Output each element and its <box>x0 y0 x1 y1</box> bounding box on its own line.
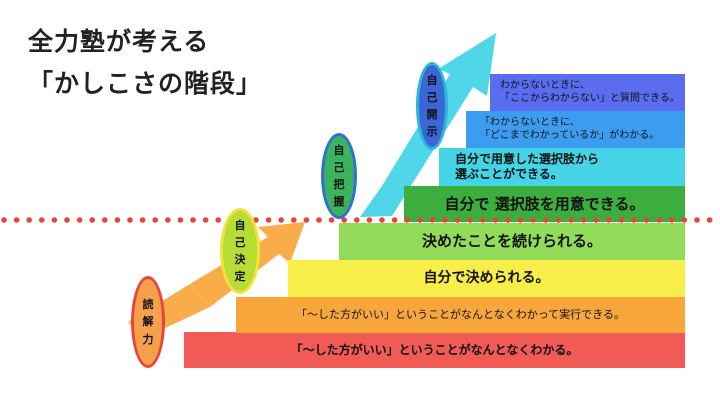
dot <box>404 217 411 223</box>
dot <box>454 217 461 223</box>
dot <box>89 217 95 223</box>
dot <box>341 217 348 223</box>
dot <box>505 217 511 223</box>
step-6-line-1: 自分で用意した選択肢から <box>455 152 600 166</box>
step-6-line-2: 選ぶことができる。 <box>455 167 563 181</box>
step-7-line-1: 「わからないときに、 <box>480 117 580 128</box>
dot <box>102 217 108 223</box>
dot <box>517 217 524 223</box>
step-3: 自分で決められる。 <box>288 260 685 297</box>
stage-bubble-self-disclosure: 自己開示 <box>416 62 448 150</box>
dot <box>543 217 549 223</box>
dot <box>530 217 536 223</box>
stage-bubble-self-decision: 自己決定 <box>220 208 260 294</box>
stage-bubble-self-awareness: 自己把握 <box>321 133 357 219</box>
dot <box>165 217 171 223</box>
dot <box>291 217 297 223</box>
dot <box>139 217 146 223</box>
stage-label-reading: 読解力 <box>142 298 154 346</box>
dot <box>417 217 423 223</box>
dot <box>215 217 221 223</box>
dot <box>127 217 133 223</box>
dot <box>593 217 599 223</box>
step-2-text: 「～した方がいい」ということがなんとなくわかって実行できる。 <box>296 308 625 322</box>
dot <box>328 217 335 223</box>
dot <box>152 217 158 223</box>
dot <box>64 217 70 223</box>
dot <box>26 217 32 223</box>
stage-bubble-reading: 読解力 <box>131 276 165 368</box>
step-4: 決めたことを続けられる。 <box>339 223 685 260</box>
dot <box>303 217 310 223</box>
dot <box>177 217 184 223</box>
step-8: わからないときに、 「ここからわからない」と質問できる。 <box>490 74 685 111</box>
dot <box>706 217 713 223</box>
dot <box>694 217 700 223</box>
step-2: 「～した方がいい」ということがなんとなくわかって実行できる。 <box>236 297 685 333</box>
dot <box>669 217 675 223</box>
dot <box>278 217 285 223</box>
dot <box>631 217 637 223</box>
step-5-text: 自分で 選択肢を用意できる。 <box>444 194 645 213</box>
dot <box>51 217 58 223</box>
stage-label-self-decision: 自己決定 <box>234 218 246 284</box>
step-4-text: 決めたことを続けられる。 <box>421 232 602 251</box>
dot <box>492 217 499 223</box>
step-8-line-1: わからないときに、 <box>500 80 590 91</box>
dotted-line <box>1 217 713 223</box>
dot <box>76 217 83 223</box>
dot <box>681 217 688 223</box>
step-6: 自分で用意した選択肢から 選ぶことができる。 <box>439 148 685 186</box>
stage-label-self-awareness: 自己把握 <box>333 143 345 209</box>
dot <box>429 217 436 223</box>
dot <box>39 217 45 223</box>
dot <box>643 217 650 223</box>
dot <box>480 217 486 223</box>
step-1: 「～した方がいい」ということがなんとなくわかる。 <box>184 332 685 368</box>
dot <box>656 217 662 223</box>
step-7-line-2: 「どこまでわかっているか」がわかる。 <box>480 129 660 141</box>
stage-label-self-disclosure: 自己開示 <box>426 73 438 139</box>
step-3-text: 自分で決められる。 <box>423 269 550 286</box>
dot <box>618 217 625 223</box>
dot <box>568 217 574 223</box>
dot <box>114 217 121 223</box>
dot <box>354 217 360 223</box>
step-7: 「わからないときに、 「どこまでわかっているか」がわかる。 <box>466 111 685 148</box>
step-1-text: 「～した方がいい」ということがなんとなくわかる。 <box>290 342 579 357</box>
page-title-line-1: 全力塾が考える <box>28 27 210 56</box>
dot <box>442 217 448 223</box>
dot <box>316 217 322 223</box>
dot <box>1 217 7 223</box>
page-title-line-2: 「かしこさの階段」 <box>28 69 263 98</box>
step-5: 自分で 選択肢を用意できる。 <box>404 186 685 222</box>
dot <box>467 217 474 223</box>
dot <box>366 217 373 223</box>
dot <box>265 217 272 223</box>
dot <box>190 217 196 223</box>
dot <box>580 217 587 223</box>
dot <box>606 217 612 223</box>
step-8-line-2: 「ここからわからない」と質問できる。 <box>500 92 680 104</box>
dot <box>13 217 20 223</box>
dot <box>379 217 385 223</box>
dot <box>202 217 209 223</box>
dot <box>391 217 398 223</box>
dot <box>555 217 562 223</box>
